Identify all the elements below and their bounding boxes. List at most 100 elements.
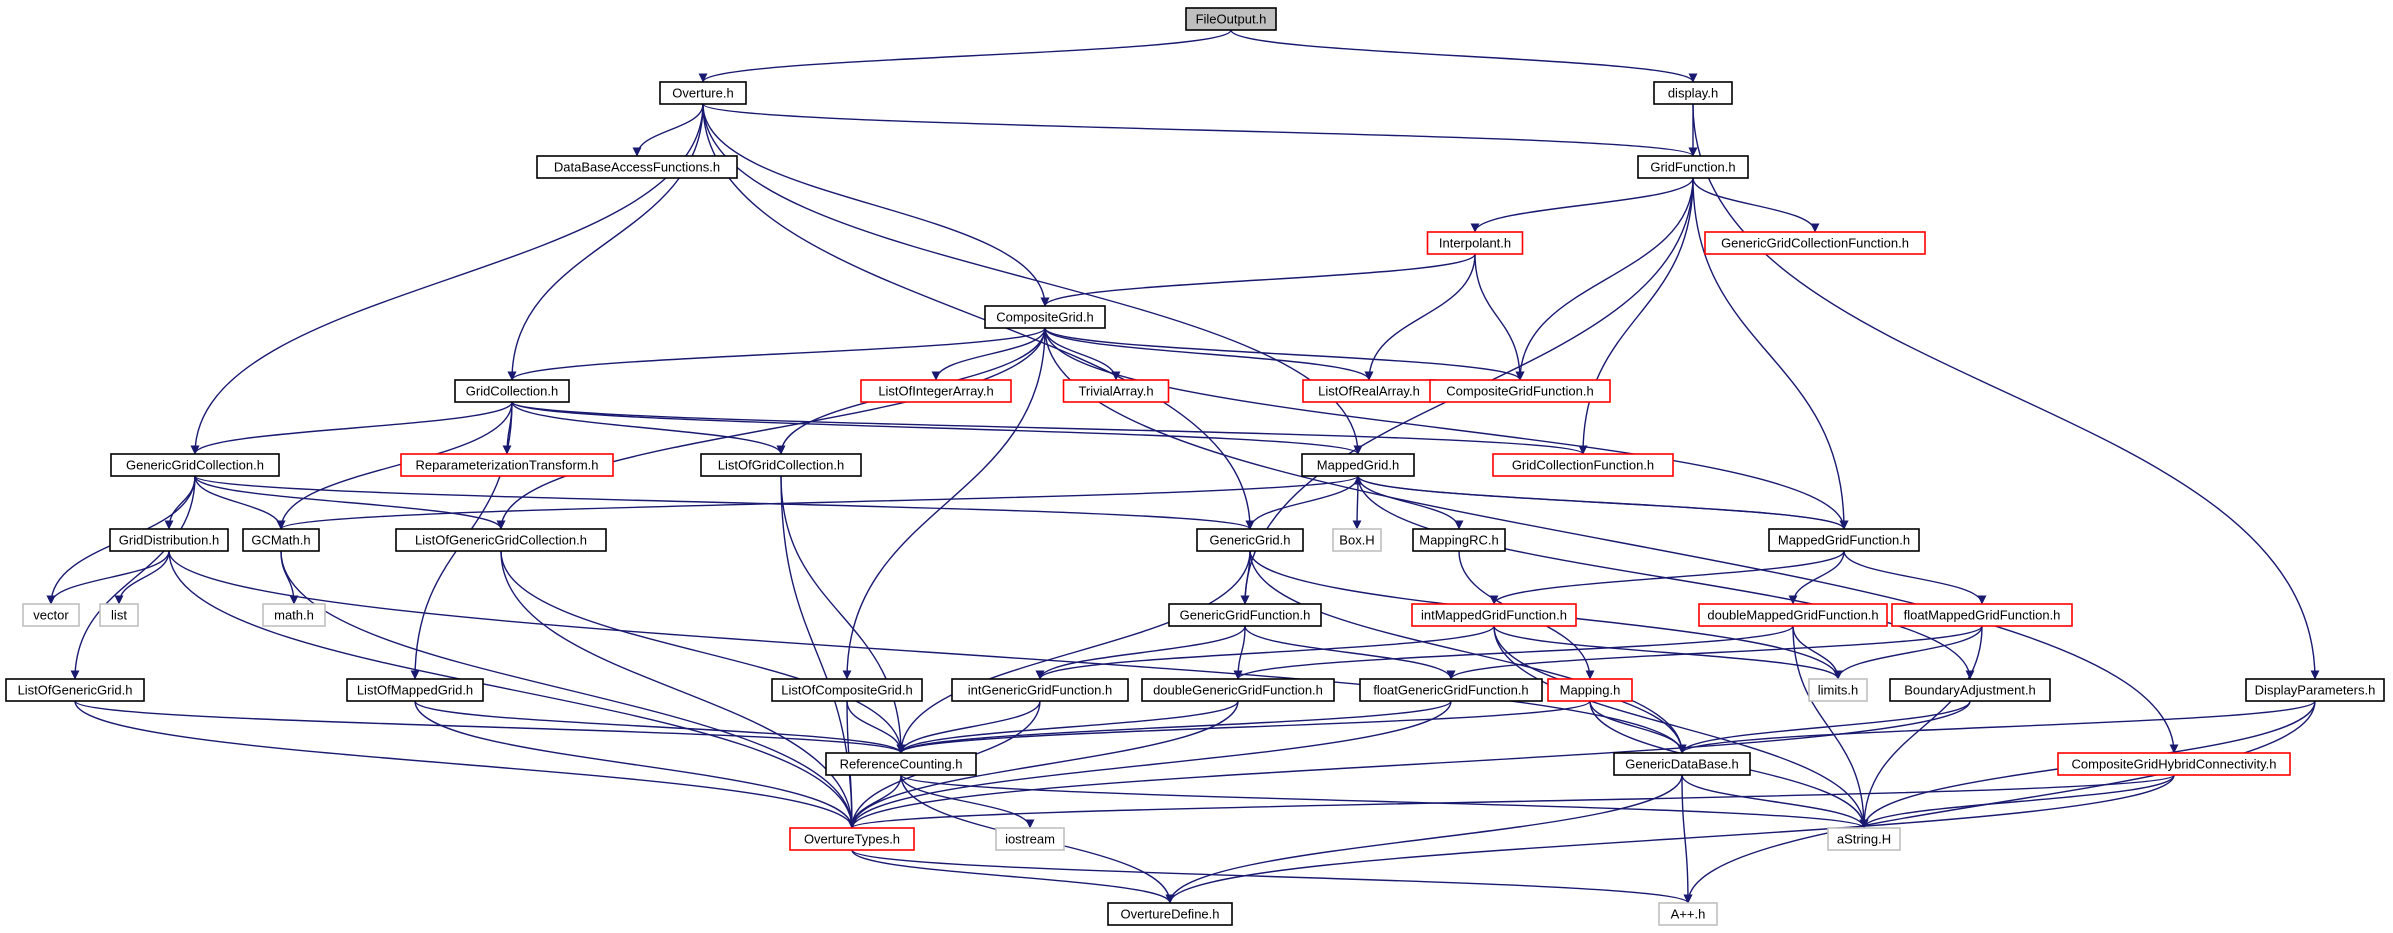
node-composite-grid[interactable]: CompositeGrid.h bbox=[984, 305, 1106, 329]
node-list-of-mapped-grid[interactable]: ListOfMappedGrid.h bbox=[346, 678, 484, 702]
node-vector[interactable]: vector bbox=[22, 603, 80, 627]
node-boundary-adjustment[interactable]: BoundaryAdjustment.h bbox=[1889, 678, 2051, 702]
edge-mapped-grid-to-box-h bbox=[1352, 475, 1362, 530]
edge-double-generic-grid-function-to-overture-types bbox=[847, 700, 1239, 829]
node-generic-grid-function[interactable]: GenericGridFunction.h bbox=[1168, 603, 1322, 627]
node-float-mapped-grid-function[interactable]: floatMappedGridFunction.h bbox=[1891, 603, 2073, 627]
node-list-of-grid-collection[interactable]: ListOfGridCollection.h bbox=[700, 453, 862, 477]
edge-generic-grid-collection-to-grid-distribution bbox=[164, 475, 196, 530]
node-list-of-real-array[interactable]: ListOfRealArray.h bbox=[1302, 379, 1436, 403]
node-grid-function[interactable]: GridFunction.h bbox=[1637, 155, 1749, 179]
node-generic-grid-collection-function[interactable]: GenericGridCollectionFunction.h bbox=[1704, 231, 1926, 255]
node-overture-types[interactable]: OvertureTypes.h bbox=[789, 827, 915, 851]
node-box bbox=[1062, 379, 1170, 403]
edge-composite-grid-to-list-of-integer-array bbox=[931, 327, 1046, 381]
edge-composite-grid-to-list-of-real-array bbox=[1044, 327, 1374, 381]
node-label: ListOfGridCollection.h bbox=[718, 458, 844, 473]
node-composite-grid-hybrid-connectivity[interactable]: CompositeGridHybridConnectivity.h bbox=[2057, 752, 2291, 776]
edge-overture-to-composite-grid bbox=[702, 103, 1050, 307]
node-box bbox=[262, 603, 326, 627]
edge-generic-grid-collection-to-generic-grid bbox=[194, 475, 1255, 530]
node-label: FileOutput.h bbox=[1196, 12, 1267, 27]
node-overture-define[interactable]: OvertureDefine.h bbox=[1107, 902, 1233, 926]
node-reference-counting[interactable]: ReferenceCounting.h bbox=[825, 752, 977, 776]
edge-generic-grid-to-generic-data-base bbox=[1249, 550, 1687, 754]
node-label: DataBaseAccessFunctions.h bbox=[554, 160, 720, 175]
node-mapped-grid-function[interactable]: MappedGridFunction.h bbox=[1768, 528, 1920, 552]
node-float-generic-grid-function[interactable]: floatGenericGridFunction.h bbox=[1359, 678, 1543, 702]
node-grid-collection-function[interactable]: GridCollectionFunction.h bbox=[1492, 453, 1674, 477]
edge-grid-distribution-to-list bbox=[114, 550, 170, 605]
edge-generic-data-base-to-overture-define bbox=[1165, 774, 1683, 904]
edge-list-of-generic-grid-to-overture-types bbox=[74, 700, 857, 829]
edge-overture-to-data-base-access-functions bbox=[632, 103, 704, 157]
node-int-generic-grid-function[interactable]: intGenericGridFunction.h bbox=[951, 678, 1129, 702]
node-int-mapped-grid-function[interactable]: intMappedGridFunction.h bbox=[1411, 603, 1577, 627]
edge-reference-counting-to-a-string bbox=[900, 774, 1869, 829]
node-composite-grid-function[interactable]: CompositeGridFunction.h bbox=[1429, 379, 1611, 403]
node-box bbox=[1107, 902, 1233, 926]
node-list-of-generic-grid-collection[interactable]: ListOfGenericGridCollection.h bbox=[395, 528, 607, 552]
edge-grid-function-to-grid-collection-function bbox=[1578, 177, 1694, 455]
node-label: ListOfCompositeGrid.h bbox=[781, 683, 913, 698]
node-mapping-rc[interactable]: MappingRC.h bbox=[1412, 528, 1506, 552]
node-box bbox=[400, 453, 614, 477]
node-grid-collection[interactable]: GridCollection.h bbox=[454, 379, 570, 403]
node-display[interactable]: display.h bbox=[1653, 81, 1733, 105]
edge-composite-grid-hybrid-connectivity-to-overture-types bbox=[847, 774, 2175, 829]
node-trivial-array[interactable]: TrivialArray.h bbox=[1062, 379, 1170, 403]
node-double-mapped-grid-function[interactable]: doubleMappedGridFunction.h bbox=[1698, 603, 1888, 627]
node-appp[interactable]: A++.h bbox=[1658, 902, 1718, 926]
node-limits[interactable]: limits.h bbox=[1808, 678, 1868, 702]
node-file-output[interactable]: FileOutput.h bbox=[1185, 7, 1277, 31]
node-label: TrivialArray.h bbox=[1078, 384, 1153, 399]
edge-grid-collection-to-gcmath bbox=[276, 401, 513, 530]
node-list[interactable]: list bbox=[99, 603, 139, 627]
node-mapping[interactable]: Mapping.h bbox=[1547, 678, 1633, 702]
node-generic-grid-collection[interactable]: GenericGridCollection.h bbox=[110, 453, 280, 477]
node-label: MappedGrid.h bbox=[1317, 458, 1399, 473]
node-label: intMappedGridFunction.h bbox=[1421, 608, 1567, 623]
node-mapped-grid[interactable]: MappedGrid.h bbox=[1301, 453, 1415, 477]
node-label: GridDistribution.h bbox=[119, 533, 219, 548]
node-box bbox=[1196, 528, 1304, 552]
node-overture[interactable]: Overture.h bbox=[659, 81, 747, 105]
node-label: GenericGrid.h bbox=[1210, 533, 1291, 548]
node-gcmath[interactable]: GCMath.h bbox=[242, 528, 320, 552]
node-label: doubleGenericGridFunction.h bbox=[1153, 683, 1323, 698]
node-interpolant[interactable]: Interpolant.h bbox=[1426, 231, 1524, 255]
edge-int-generic-grid-function-to-reference-counting bbox=[896, 700, 1041, 754]
node-generic-data-base[interactable]: GenericDataBase.h bbox=[1613, 752, 1751, 776]
node-label: GridCollection.h bbox=[466, 384, 559, 399]
node-grid-distribution[interactable]: GridDistribution.h bbox=[109, 528, 229, 552]
node-label: Mapping.h bbox=[1560, 683, 1621, 698]
node-reparameterization-transform[interactable]: ReparameterizationTransform.h bbox=[400, 453, 614, 477]
edge-generic-grid-collection-to-list-of-generic-grid-collection bbox=[194, 475, 506, 530]
node-label: A++.h bbox=[1671, 907, 1706, 922]
node-label: MappingRC.h bbox=[1419, 533, 1499, 548]
edge-grid-collection-to-mapped-grid bbox=[511, 401, 1363, 455]
node-list-of-generic-grid[interactable]: ListOfGenericGrid.h bbox=[5, 678, 145, 702]
node-generic-grid[interactable]: GenericGrid.h bbox=[1196, 528, 1304, 552]
node-a-string[interactable]: aString.H bbox=[1827, 827, 1901, 851]
node-list-of-composite-grid[interactable]: ListOfCompositeGrid.h bbox=[771, 678, 923, 702]
node-label: Box.H bbox=[1339, 533, 1374, 548]
node-label: CompositeGrid.h bbox=[996, 310, 1094, 325]
node-mathh[interactable]: math.h bbox=[262, 603, 326, 627]
edge-grid-distribution-to-generic-data-base bbox=[168, 550, 1687, 754]
edge-float-mapped-grid-function-to-limits bbox=[1833, 625, 1983, 680]
edge-composite-grid-to-grid-collection bbox=[507, 327, 1046, 381]
node-data-base-access-functions[interactable]: DataBaseAccessFunctions.h bbox=[536, 155, 738, 179]
node-box-h[interactable]: Box.H bbox=[1332, 528, 1382, 552]
edge-double-generic-grid-function-to-reference-counting bbox=[896, 700, 1239, 754]
node-list-of-integer-array[interactable]: ListOfIntegerArray.h bbox=[860, 379, 1012, 403]
edge-mapping-to-reference-counting bbox=[896, 700, 1591, 754]
node-display-parameters[interactable]: DisplayParameters.h bbox=[2245, 678, 2385, 702]
node-label: doubleMappedGridFunction.h bbox=[1707, 608, 1878, 623]
node-double-generic-grid-function[interactable]: doubleGenericGridFunction.h bbox=[1141, 678, 1335, 702]
node-iostream[interactable]: iostream bbox=[995, 827, 1065, 851]
edge-double-mapped-grid-function-to-double-generic-grid-function bbox=[1233, 625, 1794, 680]
edge-reference-counting-to-iostream bbox=[900, 774, 1035, 829]
